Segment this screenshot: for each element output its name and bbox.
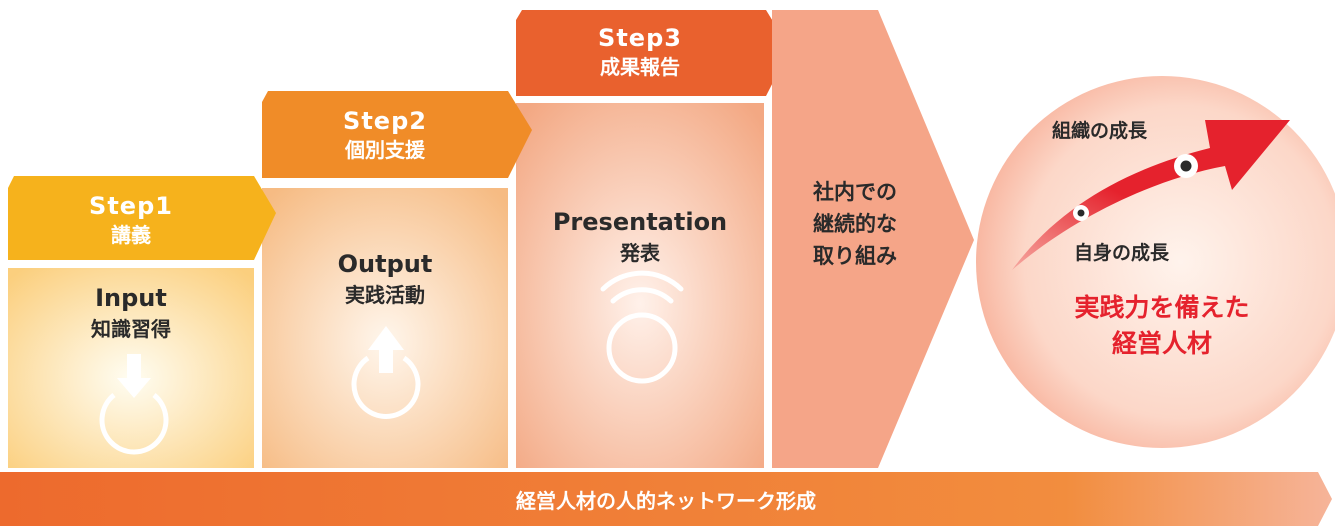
step3-jp: 発表 xyxy=(620,241,660,265)
step3-en: Presentation xyxy=(552,208,728,236)
bottom-bar-label: 経営人材の人的ネットワーク形成 xyxy=(516,488,816,513)
step1-tab-label: Step1 講義 xyxy=(8,186,254,254)
step3-panel-label: Presentation 発表 xyxy=(516,206,764,268)
step3-tab xyxy=(516,10,790,96)
step1-panel-label: Input 知識習得 xyxy=(8,282,254,344)
continuation-chevron xyxy=(772,10,974,468)
continuation-line-2: 継続的な xyxy=(813,212,897,236)
step1-jp: 知識習得 xyxy=(91,317,171,341)
growth-arrow xyxy=(1012,120,1290,270)
up-arrow-out-of-circle-icon xyxy=(351,355,421,419)
self-growth-label: 自身の成長 xyxy=(1074,242,1170,264)
growth-marker-large-dot xyxy=(1180,160,1192,172)
bottom-bar xyxy=(0,472,1332,526)
continuation-line-3: 取り組み xyxy=(813,244,897,268)
step2-jp: 実践活動 xyxy=(345,283,425,307)
result-line-1: 実践力を備えた xyxy=(1074,293,1250,322)
step3-panel xyxy=(516,103,764,468)
step2-panel-label: Output 実践活動 xyxy=(262,248,508,310)
step3-number: Step3 xyxy=(598,24,682,52)
step1-number: Step1 xyxy=(89,192,173,220)
result-headline: 実践力を備えた 経営人材 xyxy=(1020,290,1304,362)
step1-title: 講義 xyxy=(111,223,151,247)
continuation-line-1: 社内での xyxy=(813,180,897,204)
broadcast-waves-icon xyxy=(600,270,684,384)
result-line-2: 経営人材 xyxy=(1111,329,1212,358)
continuation-text: 社内での 継続的な 取り組み xyxy=(780,176,930,272)
step1-tab xyxy=(8,176,276,260)
step2-title: 個別支援 xyxy=(345,138,425,162)
down-arrow-into-circle-icon xyxy=(99,393,169,455)
org-growth-label: 組織の成長 xyxy=(1052,120,1148,142)
step2-tab xyxy=(262,91,532,178)
growth-marker-small-dot xyxy=(1077,209,1085,217)
step2-en: Output xyxy=(337,250,433,278)
step3-tab-label: Step3 成果報告 xyxy=(516,18,764,86)
step2-number: Step2 xyxy=(343,107,427,135)
step2-tab-label: Step2 個別支援 xyxy=(262,101,508,169)
step1-en: Input xyxy=(95,284,167,312)
step3-title: 成果報告 xyxy=(600,55,680,79)
